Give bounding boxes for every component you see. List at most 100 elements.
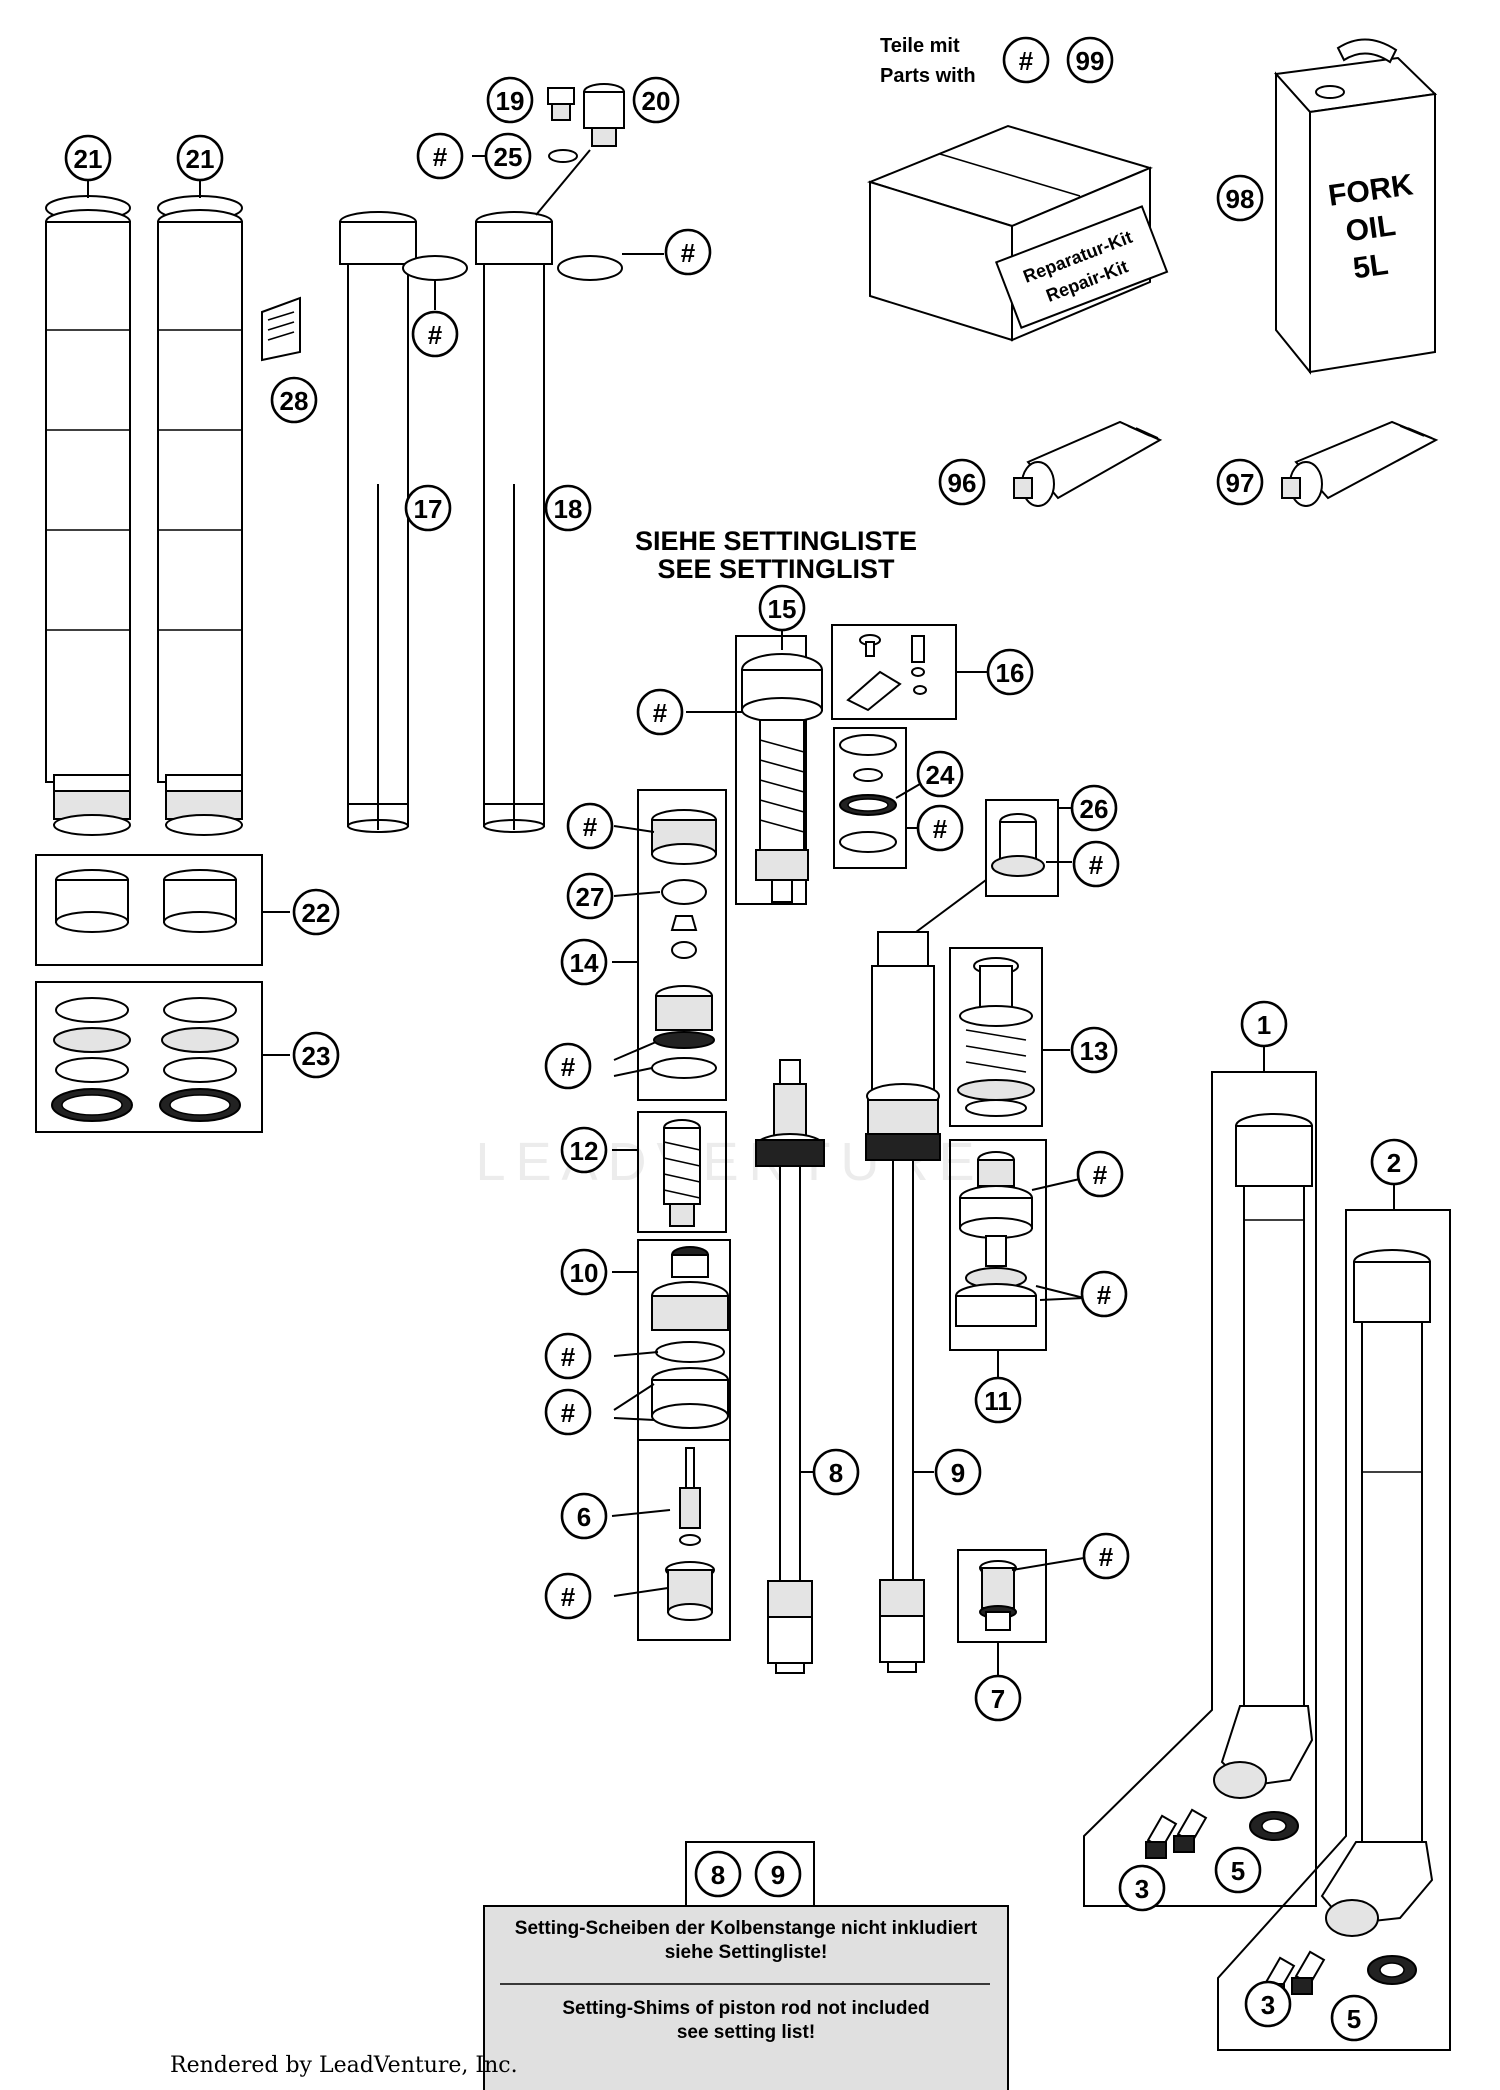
callout-c6[interactable]: 6 [560, 1492, 608, 1540]
callout-c16[interactable]: 16 [986, 648, 1034, 696]
callout-c9[interactable]: 9 [934, 1448, 982, 1496]
callout-circle [1216, 174, 1264, 222]
fork-leg-1[interactable] [1213, 1113, 1314, 1799]
callout-c8[interactable]: 8 [812, 1448, 860, 1496]
callout-c13[interactable]: 13 [1070, 1026, 1118, 1074]
o-ring-18[interactable] [557, 255, 623, 281]
piston-rod-8[interactable] [755, 1059, 825, 1674]
callout-c17[interactable]: 17 [404, 484, 452, 532]
bushing-22-right[interactable] [163, 869, 237, 933]
callout-c5a[interactable]: 5 [1214, 1846, 1262, 1894]
ring-25[interactable] [548, 149, 578, 163]
callout-c21a[interactable]: 21 [64, 134, 112, 182]
callout-c96[interactable]: 96 [938, 458, 986, 506]
callout-c98[interactable]: 98 [1216, 174, 1264, 222]
valve-assembly-14[interactable] [651, 809, 717, 1079]
callout-c24[interactable]: 24 [916, 750, 964, 798]
grease-tube-96[interactable] [1013, 420, 1163, 507]
callout-c7[interactable]: 7 [974, 1674, 1022, 1722]
callout-label: 12 [570, 1136, 599, 1166]
spring-12[interactable] [663, 1119, 701, 1227]
parts-with-de: Teile mit [880, 35, 960, 57]
callout-label: 15 [768, 594, 797, 624]
outer-tube-left[interactable] [45, 195, 131, 836]
callout-c11[interactable]: 11 [974, 1376, 1022, 1424]
callout-hash[interactable]: # [544, 1572, 592, 1620]
callout-circle [1080, 1270, 1128, 1318]
callout-hash[interactable]: # [1076, 1150, 1124, 1198]
callout-hash[interactable]: # [544, 1388, 592, 1436]
callout-hash[interactable]: # [1002, 36, 1050, 84]
callout-hash[interactable]: # [566, 802, 614, 850]
callout-note9[interactable]: 9 [754, 1850, 802, 1898]
seal-23-right[interactable] [159, 997, 241, 1122]
needle-valve-6[interactable] [665, 1447, 715, 1621]
callout-c22[interactable]: 22 [292, 888, 340, 936]
callout-hash[interactable]: # [411, 310, 459, 358]
piston-rod-9[interactable] [865, 931, 941, 1673]
shim-set-24[interactable] [839, 734, 897, 853]
callout-c15[interactable]: 15 [758, 584, 806, 632]
bushing-22-left[interactable] [55, 869, 129, 933]
callout-circle [1244, 1980, 1292, 2028]
repair-kit-box[interactable]: Reparatur-Kit Repair-Kit [867, 124, 1169, 342]
callout-c10[interactable]: 10 [560, 1248, 608, 1296]
callout-hash[interactable]: # [1080, 1270, 1128, 1318]
seal-23-left[interactable] [51, 997, 133, 1122]
callout-hash[interactable]: # [664, 228, 712, 276]
callout-hash[interactable]: # [1072, 840, 1120, 888]
callout-c19[interactable]: 19 [486, 76, 534, 124]
screw-19[interactable] [547, 87, 575, 121]
callout-circle [560, 938, 608, 986]
fork-leg-1-outline [1083, 1071, 1317, 1907]
outer-tube-right[interactable] [157, 195, 243, 836]
callout-note8[interactable]: 8 [694, 1850, 742, 1898]
callout-c26[interactable]: 26 [1070, 784, 1118, 832]
bolts-3-leg1[interactable] [1145, 1808, 1208, 1859]
callout-c97[interactable]: 97 [1216, 458, 1264, 506]
grease-tube-97[interactable] [1281, 420, 1439, 507]
cap-20[interactable] [583, 83, 625, 147]
screws-16[interactable] [846, 634, 927, 712]
callout-c1[interactable]: 1 [1240, 1000, 1288, 1048]
callout-hash[interactable]: # [544, 1042, 592, 1090]
assembly-11[interactable] [955, 1151, 1037, 1327]
callout-c18[interactable]: 18 [544, 484, 592, 532]
callout-hash[interactable]: # [916, 804, 964, 852]
callout-c28[interactable]: 28 [270, 376, 318, 424]
callout-c12[interactable]: 12 [560, 1126, 608, 1174]
callout-c27[interactable]: 27 [566, 872, 614, 920]
callout-hash[interactable]: # [544, 1332, 592, 1380]
callout-label: # [681, 238, 696, 268]
callout-circle [758, 584, 806, 632]
assembly-10[interactable] [651, 1246, 729, 1429]
bleed-valve-26[interactable] [991, 813, 1045, 877]
callout-c23[interactable]: 23 [292, 1031, 340, 1079]
sticker-part-28[interactable] [261, 296, 301, 362]
valve-assembly-15[interactable] [741, 653, 823, 903]
nut-5-leg2[interactable] [1367, 1955, 1417, 1985]
nut-5-leg1[interactable] [1249, 1811, 1299, 1841]
assembly-13[interactable] [957, 957, 1035, 1117]
callout-hash[interactable]: # [1082, 1532, 1130, 1580]
callout-circle [1072, 840, 1120, 888]
valve-7[interactable] [979, 1560, 1017, 1631]
callout-c5b[interactable]: 5 [1330, 1994, 1378, 2042]
callout-c3b[interactable]: 3 [1244, 1980, 1292, 2028]
callout-circle [484, 132, 532, 180]
callout-c3a[interactable]: 3 [1118, 1864, 1166, 1912]
callout-c14[interactable]: 14 [560, 938, 608, 986]
fork-leg-2[interactable] [1320, 1249, 1434, 1937]
fork-oil-can[interactable]: FORK OIL 5L [1273, 38, 1438, 375]
callout-c21b[interactable]: 21 [176, 134, 224, 182]
o-ring-17[interactable] [402, 255, 468, 281]
callout-hash[interactable]: # [636, 688, 684, 736]
callout-c25[interactable]: 25 [484, 132, 532, 180]
callout-hash[interactable]: # [416, 132, 464, 180]
callout-c99[interactable]: 99 [1066, 36, 1114, 84]
callout-circle [292, 888, 340, 936]
callout-c2[interactable]: 2 [1370, 1138, 1418, 1186]
callout-c20[interactable]: 20 [632, 76, 680, 124]
callout-circle [934, 1448, 982, 1496]
callout-label: 5 [1347, 2004, 1361, 2034]
